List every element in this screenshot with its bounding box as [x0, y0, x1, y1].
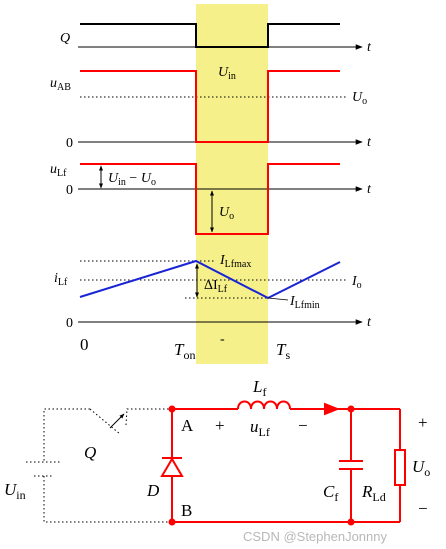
cf-label: Cf	[323, 482, 338, 504]
q-label: Q	[60, 31, 70, 46]
diode-label: D	[146, 481, 160, 500]
ilfmax-label: ILfmax	[219, 253, 251, 270]
q-waveform: Q t	[60, 23, 372, 55]
switch-q-label: Q	[84, 443, 96, 462]
uab-axis-t-label: t	[367, 135, 372, 150]
ulf-axis-t-label: t	[367, 182, 372, 197]
uo-level-label: Uo	[352, 90, 367, 107]
ulf-minus-label: −	[298, 416, 308, 435]
q-axis-t-label: t	[367, 40, 372, 55]
ilf-waveform: iLf ILfmax ΔILf Io ILfmin 0 t	[54, 253, 372, 331]
ilf-axis-t-label: t	[367, 315, 372, 330]
ilf-zero-label: 0	[66, 316, 73, 331]
uin-minus-uo-label: Uin − Uo	[108, 171, 156, 188]
ulf-waveform: uLf Uin − Uo Uo 0 t	[50, 162, 372, 235]
uab-waveform: uAB Uin Uo 0 t	[50, 65, 372, 151]
resistor-rld	[394, 449, 406, 486]
node-a-dot	[168, 405, 176, 413]
rld-label: RLd	[361, 482, 386, 504]
uin-level-label: Uin	[218, 65, 236, 82]
output-bottom-dot	[347, 518, 355, 526]
output-top-dot	[347, 405, 355, 413]
watermark: CSDN @StephenJonnny	[243, 529, 387, 544]
ilf-current-ripple	[79, 259, 341, 300]
source-dotted-wire	[43, 408, 172, 523]
ilfmin-label: ILfmin	[289, 294, 320, 311]
inductor-label: Lf	[252, 377, 266, 399]
node-b-label: B	[181, 501, 192, 520]
output-plus-label: +	[418, 413, 428, 432]
ulf-circuit-label: uLf	[250, 417, 270, 439]
q-signal	[80, 23, 340, 48]
uab-zero-label: 0	[66, 136, 73, 151]
ilf-label: iLf	[54, 271, 68, 288]
uo-step-label: Uo	[219, 205, 234, 222]
diode-d	[160, 457, 184, 477]
switch-q-arrow	[109, 413, 125, 429]
origin-zero-label: 0	[80, 335, 89, 354]
ulf-label: uLf	[50, 162, 67, 179]
buck-circuit: Lf A + uLf − Q D B Uin Cf RLd + Uo −	[4, 377, 430, 526]
uin-source-label: Uin	[4, 480, 26, 502]
uab-signal	[80, 70, 340, 143]
ton-label: Ton	[174, 340, 195, 362]
output-minus-label: −	[418, 499, 428, 518]
delta-ilf-label: ΔILf	[204, 278, 228, 295]
ilfmin-leader	[267, 297, 289, 301]
ulf-plus-label: +	[215, 416, 225, 435]
node-b-dot	[168, 518, 176, 526]
ulf-zero-label: 0	[66, 183, 73, 198]
io-label: Io	[351, 274, 362, 291]
node-a-label: A	[181, 416, 194, 435]
inductor-lf	[237, 400, 291, 410]
switch-q	[89, 408, 172, 435]
ulf-signal	[80, 163, 340, 235]
uo-output-label: Uo	[412, 457, 430, 479]
mid-dash-label: -	[220, 332, 225, 347]
ts-label: Ts	[276, 340, 290, 362]
on-time-highlight	[196, 4, 268, 364]
uab-label: uAB	[50, 76, 71, 93]
